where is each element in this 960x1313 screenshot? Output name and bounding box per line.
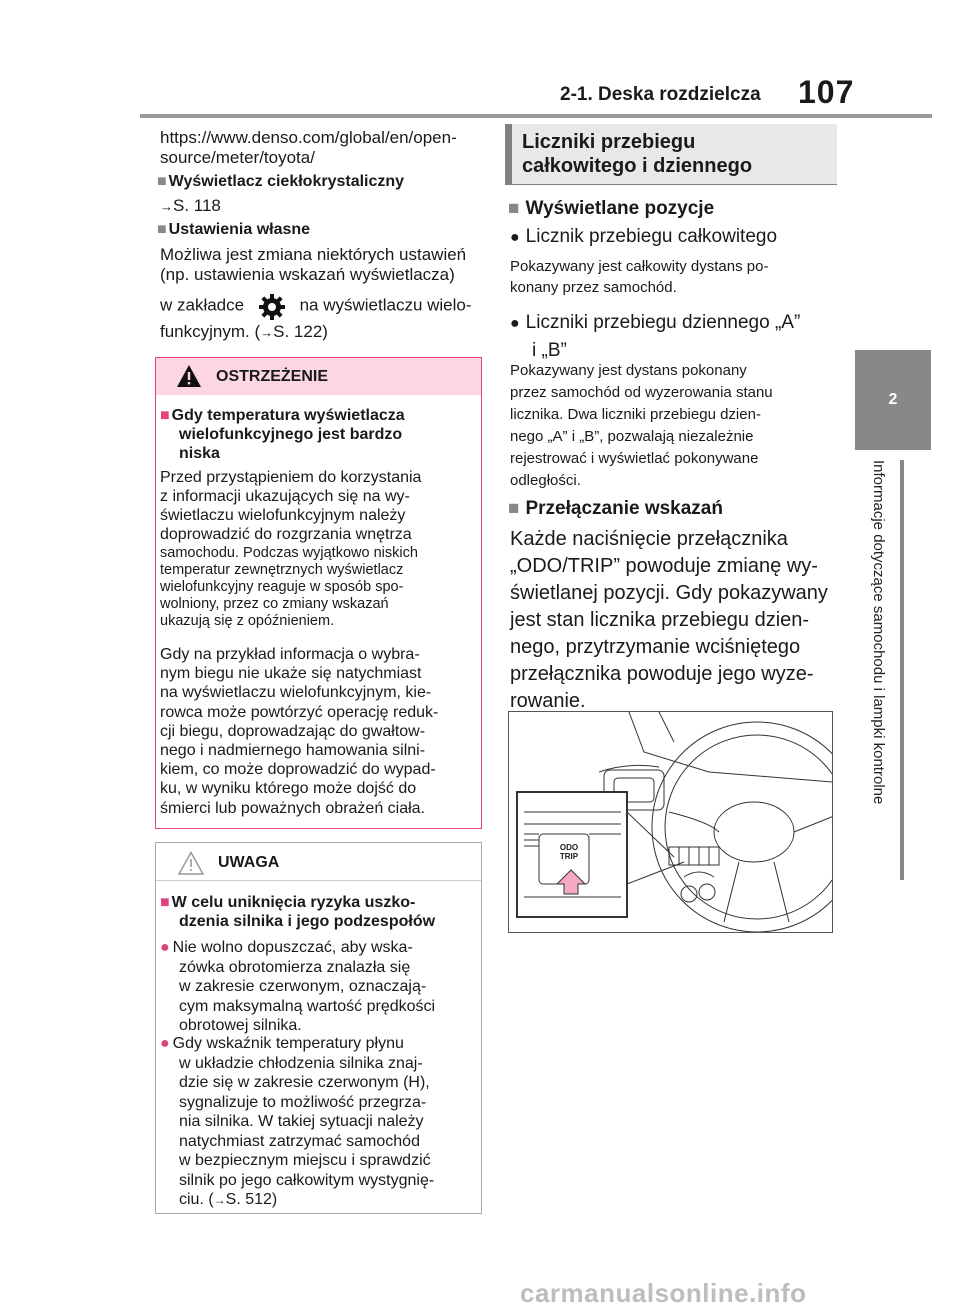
chapter-tab: 2 [855, 350, 931, 450]
settings-text-line4: funkcyjnym. (→S. 122) [160, 322, 328, 341]
odo-trip-button: ODO TRIP [559, 843, 579, 861]
chapter-label: Informacje dotyczące samochodu i lampki … [870, 460, 887, 805]
warning-triangle-icon [176, 364, 202, 393]
caution-triangle-icon [177, 850, 205, 880]
url-text: https://www.denso.com/global/en/open- so… [160, 128, 457, 168]
lcd-heading: Wyświetlacz ciekłokrystaliczny [157, 172, 404, 192]
section-header-title: całkowitego i dziennego [522, 155, 753, 177]
notice-item-2: Gdy wskaźnik temperatury płynu w układzi… [160, 1034, 478, 1211]
chapter-number: 2 [888, 391, 898, 408]
chapter-tab-line [900, 460, 904, 880]
notice-title: UWAGA [218, 854, 280, 871]
dashboard-illustration: ODO TRIP [508, 711, 863, 933]
settings-heading: Ustawienia własne [157, 220, 310, 240]
notice-heading: W celu uniknięcia ryzyka uszko- dzenia s… [160, 893, 478, 931]
odometer-heading: Licznik przebiegu całkowitego [510, 226, 777, 249]
settings-text-line3: w zakładce na wyświetlaczu wielo- [160, 293, 472, 320]
url-line: https://www.denso.com/global/en/open- [160, 128, 457, 147]
warning-paragraph-1: Przed przystąpieniem do korzystania z in… [160, 469, 422, 543]
displayed-items-heading: Wyświetlane pozycje [508, 198, 714, 220]
notice-header: UWAGA [156, 843, 481, 881]
warning-header: OSTRZEŻENIE [156, 358, 481, 395]
warning-title: OSTRZEŻENIE [216, 368, 329, 385]
url-line: source/meter/toyota/ [160, 148, 315, 167]
arrow-icon: → [213, 1193, 226, 1207]
switching-heading: Przełączanie wskazań [508, 498, 723, 520]
settings-text: Możliwa jest zmiana niektórych ustawień … [160, 245, 467, 284]
section-header-title: Liczniki przebiegu [522, 131, 696, 153]
warning-box [155, 357, 482, 829]
trip-meter-heading: Liczniki przebiegu dziennego „A” i „B” [510, 309, 801, 364]
odometer-text: Pokazywany jest całkowity dystans po- ko… [510, 258, 769, 296]
warning-paragraph-2: Gdy na przykład informacja o wybra- nym … [160, 646, 439, 817]
warning-heading: Gdy temperatura wyświetlacza wielofunkcy… [160, 406, 475, 463]
watermark: carmanualsonline.info [520, 1278, 807, 1308]
notice-item-1: Nie wolno dopuszczać, aby wska- zówka ob… [160, 938, 478, 1036]
switching-text: Każde naciśnięcie przełącznika „ODO/TRIP… [510, 528, 828, 712]
steering-wheel-drawing [516, 711, 863, 933]
header-rule [140, 114, 932, 118]
trip-meter-text: Pokazywany jest dystans pokonany przez s… [510, 362, 773, 489]
gear-icon [257, 293, 287, 320]
warning-paragraph-1-cont: samochodu. Podczas wyjątkowo niskich tem… [160, 545, 418, 629]
section-title: 2-1. Deska rozdzielcza [560, 84, 761, 105]
arrow-icon: → [160, 199, 173, 214]
notice-box [155, 842, 482, 1214]
arrow-icon: → [260, 325, 274, 340]
page-number: 107 [798, 74, 855, 110]
lcd-ref: →S. 118 [160, 196, 221, 215]
section-header: Liczniki przebiegu całkowitego i dzienne… [505, 124, 837, 185]
